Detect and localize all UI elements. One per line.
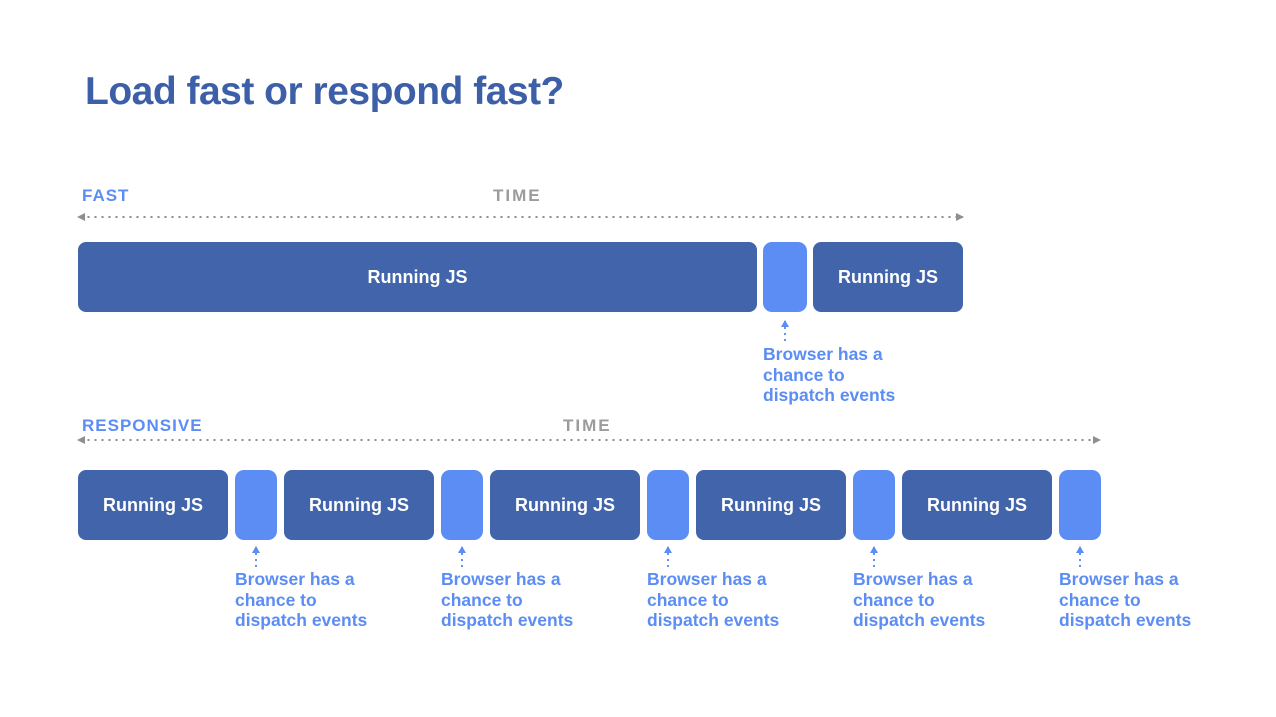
annotation-dispatch-events: Browser has a chance to dispatch events (235, 569, 368, 630)
running-js-block: Running JS (490, 470, 640, 540)
event-dispatch-gap-block (1059, 470, 1101, 540)
up-arrow-icon (458, 546, 466, 567)
fast-timeline-label: FAST (82, 186, 130, 205)
running-js-label: Running JS (515, 494, 615, 515)
running-js-label: Running JS (838, 266, 938, 287)
running-js-label: Running JS (309, 494, 409, 515)
arrow-left-icon (77, 436, 85, 444)
event-dispatch-gap-block (441, 470, 483, 540)
responsive-time-axis (77, 436, 1101, 444)
up-arrow-icon (781, 320, 789, 342)
running-js-label: Running JS (721, 494, 821, 515)
running-js-block: Running JS (813, 242, 963, 312)
event-dispatch-gap-block (853, 470, 895, 540)
arrow-left-icon (77, 213, 85, 221)
running-js-block: Running JS (902, 470, 1052, 540)
annotation-dispatch-events: Browser has a chance to dispatch events (647, 569, 780, 630)
fast-time-label: TIME (493, 186, 542, 205)
running-js-block: Running JS (284, 470, 434, 540)
running-js-label: Running JS (927, 494, 1027, 515)
event-dispatch-gap-block (647, 470, 689, 540)
running-js-label: Running JS (367, 266, 468, 287)
responsive-time-label: TIME (563, 416, 612, 435)
event-dispatch-gap-block (235, 470, 277, 540)
event-dispatch-gap-block (763, 242, 807, 312)
annotation-dispatch-events: Browser has a chance to dispatch events (853, 569, 986, 630)
arrow-right-icon (1093, 436, 1101, 444)
arrow-right-icon (956, 213, 964, 221)
up-arrow-icon (870, 546, 878, 567)
running-js-block: Running JS (78, 470, 228, 540)
page-title: Load fast or respond fast? (85, 70, 564, 113)
annotation-dispatch-events: Browser has a chance to dispatch events (441, 569, 574, 630)
responsive-timeline-label: RESPONSIVE (82, 416, 203, 435)
running-js-block: Running JS (696, 470, 846, 540)
up-arrow-icon (664, 546, 672, 567)
up-arrow-icon (1076, 546, 1084, 567)
fast-time-axis (77, 213, 964, 221)
running-js-block: Running JS (78, 242, 757, 312)
annotation-dispatch-events: Browser has a chance to dispatch events (1059, 569, 1192, 630)
running-js-label: Running JS (103, 494, 203, 515)
up-arrow-icon (252, 546, 260, 567)
annotation-dispatch-events: Browser has a chance to dispatch events (763, 344, 896, 405)
